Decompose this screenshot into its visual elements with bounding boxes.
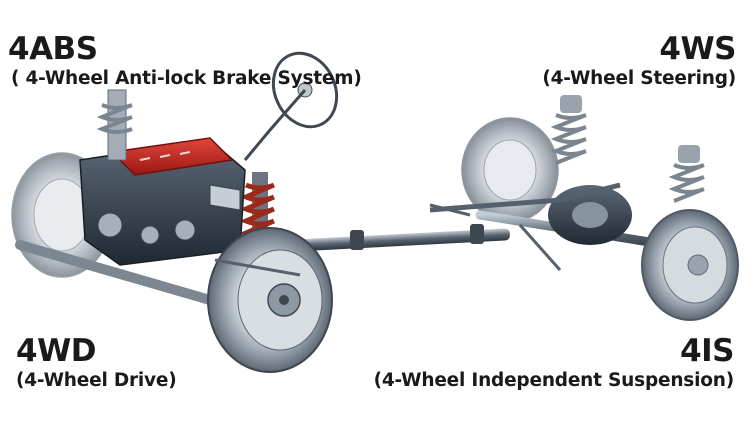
abs-code: 4ABS [8, 31, 98, 67]
ws-code: 4WS [659, 31, 736, 67]
rear-coil-spring-left [550, 95, 587, 165]
rear-left-wheel [461, 117, 559, 223]
front-left-strut [96, 89, 133, 161]
rear-right-wheel [641, 209, 739, 321]
engine-cover [110, 137, 234, 176]
front-right-wheel [207, 227, 333, 373]
is-description: (4-Wheel Independent Suspension) [373, 370, 735, 391]
engine [79, 137, 246, 266]
wd-description: (4-Wheel Drive) [16, 370, 177, 391]
rear-coil-spring-right [668, 145, 705, 203]
abs-description: ( 4-Wheel Anti-lock Brake System) [11, 68, 362, 89]
ws-description: (4-Wheel Steering) [542, 68, 736, 89]
drive-shaft [300, 224, 510, 251]
is-code: 4IS [680, 333, 734, 369]
wd-code: 4WD [16, 333, 97, 369]
steering-wheel [243, 51, 339, 161]
linkages [214, 203, 562, 277]
